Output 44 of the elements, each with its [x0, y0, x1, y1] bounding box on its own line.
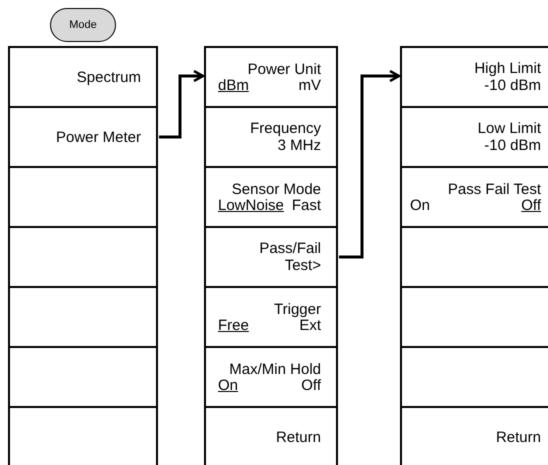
option-text: Off: [301, 378, 321, 394]
menu-key: [204, 166, 338, 228]
empty-menu-key: [8, 166, 158, 228]
option-text: LowNoise: [218, 198, 284, 214]
connector-arrow: [159, 70, 204, 138]
option-text: On: [410, 198, 430, 214]
menu-label: Sensor Mode: [230, 180, 321, 198]
empty-menu-key: [8, 406, 158, 465]
option-text: Fast: [292, 198, 321, 214]
menu-label: Return: [494, 428, 541, 446]
option-text: dBm: [218, 78, 249, 94]
menu-label: Max/Min Hold: [228, 360, 321, 378]
option-text: mV: [298, 78, 321, 94]
menu-label: Low Limit: [476, 120, 541, 137]
menu-key: [204, 286, 338, 348]
option-text: On: [218, 378, 238, 394]
option-text: Free: [218, 318, 249, 334]
menu-value: -10 dBm: [483, 77, 541, 94]
menu-label: Power Meter: [54, 128, 141, 146]
menu-label: Return: [274, 428, 321, 446]
menu-label: High Limit: [473, 60, 541, 77]
connector-arrow: [339, 70, 400, 258]
menu-key: [204, 406, 338, 465]
menu-key: [204, 226, 338, 288]
menu-label: Pass/Fail Test>: [258, 240, 321, 274]
option-text: Ext: [299, 318, 321, 334]
menu-label: Trigger: [273, 300, 321, 318]
menu-key: [400, 46, 548, 108]
option-text: Off: [521, 198, 541, 214]
menu-key: [8, 46, 158, 108]
menu-label: Spectrum: [76, 68, 141, 86]
empty-menu-key: [8, 346, 158, 408]
menu-key: [204, 46, 338, 108]
empty-menu-key: [8, 226, 158, 288]
menu-label: Pass Fail Test: [446, 180, 541, 198]
menu-value: 3 MHz: [276, 137, 321, 154]
menu-key: [204, 346, 338, 408]
menu-label: Power Unit: [246, 60, 321, 78]
menu-value: -10 dBm: [483, 137, 541, 154]
menu-key: [204, 106, 338, 168]
menu-label: Frequency: [249, 120, 321, 137]
menu-key: [8, 106, 158, 168]
empty-menu-key: [8, 286, 158, 348]
mode-button: Mode: [50, 8, 116, 42]
